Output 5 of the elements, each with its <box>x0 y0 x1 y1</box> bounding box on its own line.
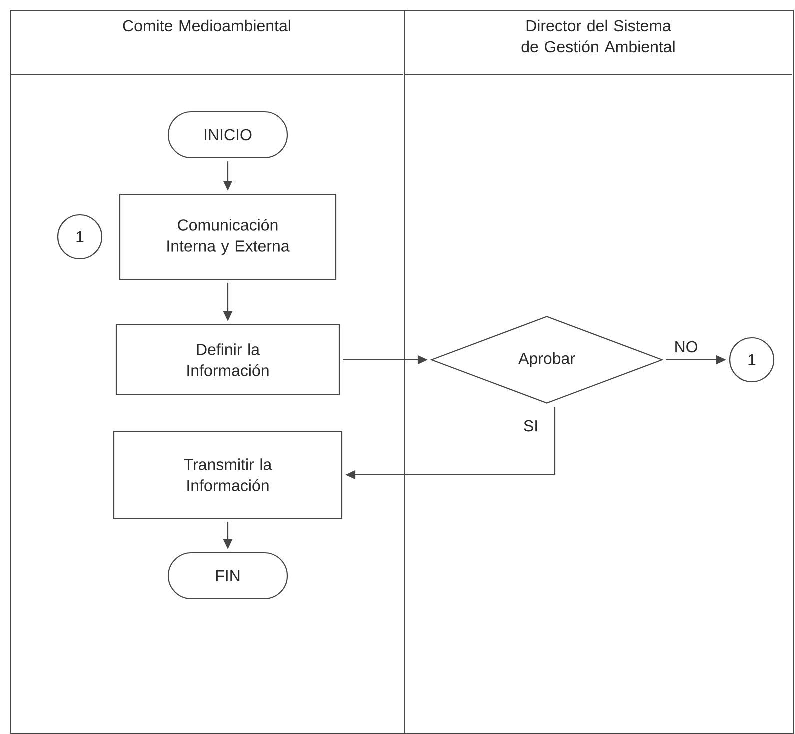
edge-label: SI <box>522 419 540 433</box>
process-box: Definir la Información <box>116 324 340 396</box>
edge-label: NO <box>673 340 700 354</box>
process-box: Comunicación Interna y Externa <box>119 194 337 280</box>
process-box: Transmitir la Información <box>113 430 343 520</box>
